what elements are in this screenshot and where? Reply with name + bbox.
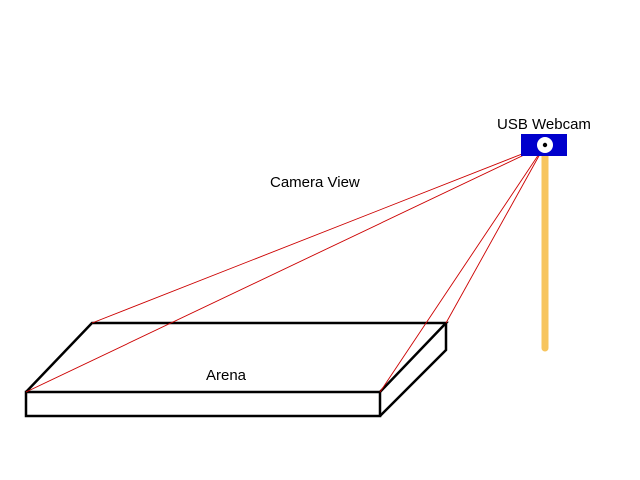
webcam-lens-center — [542, 142, 548, 148]
view-line — [445, 144, 546, 324]
view-line — [91, 144, 546, 324]
arena-front-face — [24, 390, 382, 418]
camera-label: USB Webcam — [497, 116, 591, 133]
arena-box — [24, 321, 449, 418]
view-line — [379, 144, 546, 393]
arena-label: Arena — [206, 367, 247, 384]
arena-side-face — [379, 323, 448, 417]
view-label: Camera View — [270, 174, 360, 191]
arena-top-face — [25, 321, 449, 393]
camera-view-lines — [25, 144, 546, 393]
webcam-icon — [521, 134, 567, 156]
view-line — [25, 144, 546, 393]
